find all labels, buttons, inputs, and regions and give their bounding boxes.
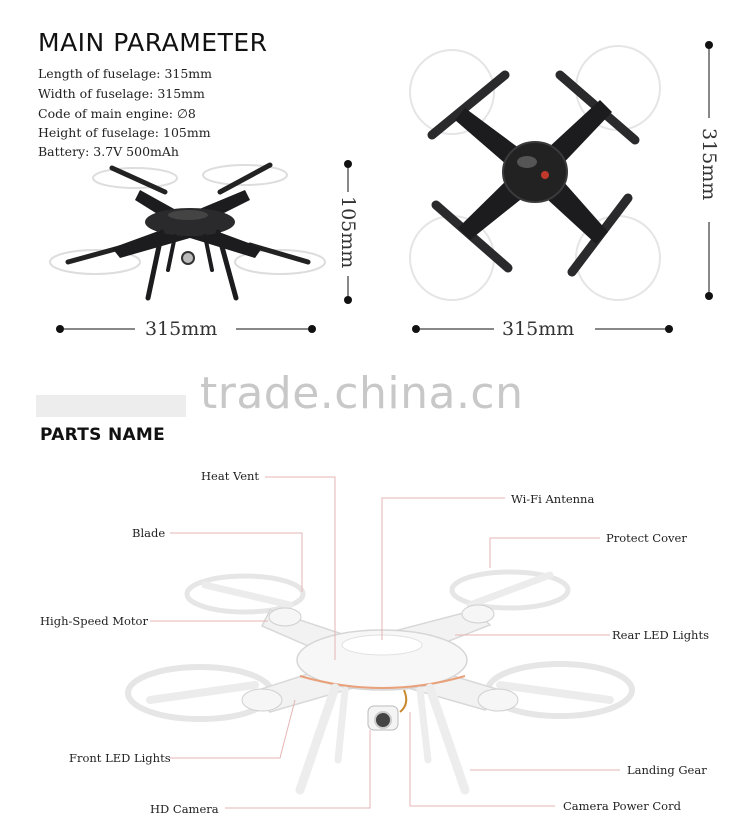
watermark: trade.china.cn <box>200 368 524 419</box>
black-drone-top-view <box>409 45 661 301</box>
black-drone-side-view <box>49 162 326 301</box>
label-blade: Blade <box>132 526 166 540</box>
spec-engine: Code of main engine: ∅8 <box>38 106 196 121</box>
top-length-dimension <box>705 41 713 300</box>
white-drone-parts-view <box>125 569 635 795</box>
side-height-dimension <box>344 160 352 304</box>
label-wifi-antenna: Wi-Fi Antenna <box>511 492 595 506</box>
spec-length: Length of fuselage: 315mm <box>38 66 213 81</box>
spec-width: Width of fuselage: 315mm <box>38 86 205 101</box>
blurred-strip <box>36 395 186 417</box>
label-heat-vent: Heat Vent <box>201 469 260 483</box>
label-landing-gear: Landing Gear <box>627 763 707 777</box>
spec-height: Height of fuselage: 105mm <box>38 125 211 140</box>
label-camera-power-cord: Camera Power Cord <box>563 799 681 813</box>
label-rear-led-lights: Rear LED Lights <box>612 628 709 642</box>
side-height-label: 105mm <box>337 196 359 269</box>
side-width-dimension <box>56 325 316 333</box>
label-protect-cover: Protect Cover <box>606 531 687 545</box>
leader-lines <box>150 476 620 809</box>
top-width-label: 315mm <box>502 318 575 340</box>
side-width-label: 315mm <box>145 318 218 340</box>
label-front-led-lights: Front LED Lights <box>69 751 171 765</box>
parts-name-heading: PARTS NAME <box>40 425 166 445</box>
spec-battery: Battery: 3.7V 500mAh <box>38 144 179 159</box>
main-parameter-heading: MAIN PARAMETER <box>38 28 268 57</box>
top-length-label: 315mm <box>698 128 720 201</box>
label-high-speed-motor: High-Speed Motor <box>40 614 148 628</box>
top-width-dimension <box>412 325 673 333</box>
label-hd-camera: HD Camera <box>150 802 219 816</box>
